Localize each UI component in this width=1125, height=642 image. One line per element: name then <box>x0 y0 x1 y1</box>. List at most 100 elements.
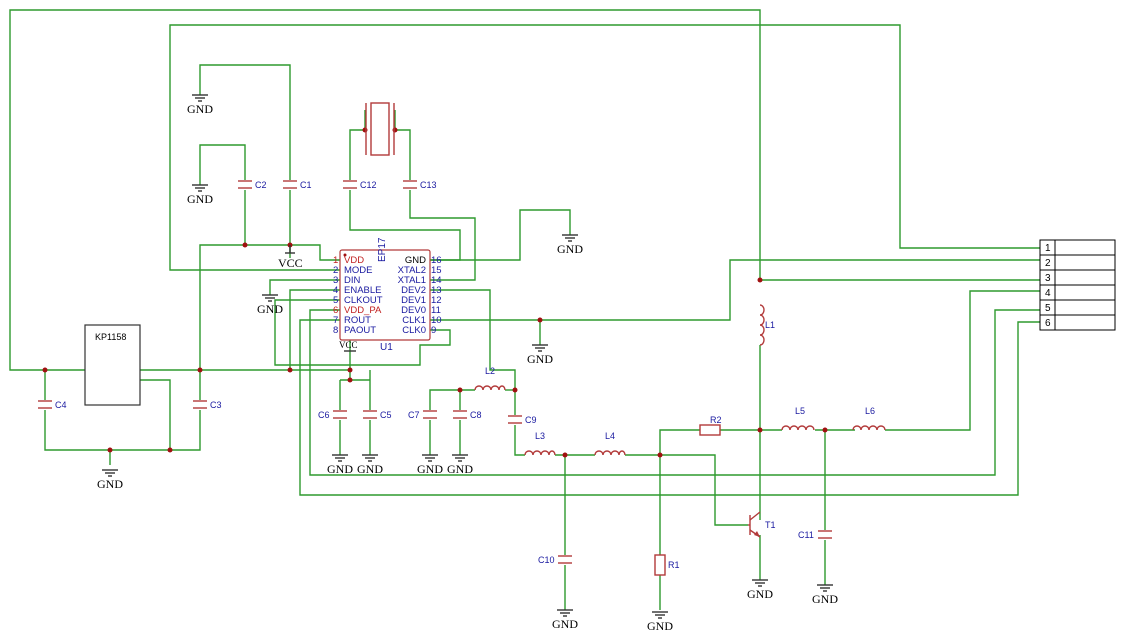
c2-label: C2 <box>255 180 267 190</box>
l4-label: L4 <box>605 431 615 441</box>
u1-pin-number: 11 <box>431 305 441 316</box>
junction <box>197 367 203 373</box>
ground-symbol: GND <box>647 611 673 633</box>
u1-pin-number: 12 <box>431 295 442 306</box>
junction <box>512 387 518 393</box>
c10-label: C10 <box>538 555 555 565</box>
capacitors: C1 C2 C12 C13 C4 C3 C6 C5 <box>38 180 832 565</box>
vcc-symbols: VCC VCC <box>278 245 358 352</box>
capacitor-c13: C13 <box>403 180 437 190</box>
l5-label: L5 <box>795 406 805 416</box>
wire-mode-to-pin1 <box>169 24 1040 271</box>
kp1158-chip: KP1158 <box>84 324 141 406</box>
c6-label: C6 <box>318 410 330 420</box>
wire-c2-top <box>199 144 246 185</box>
resistors: R2 R1 <box>654 415 722 576</box>
inductor-l4: L4 <box>594 431 626 456</box>
crystal <box>365 102 395 156</box>
wire-kp-gnd <box>140 379 171 450</box>
gnd-label: GND <box>187 192 213 206</box>
wire-r2-left <box>659 429 700 455</box>
u1-value: EP17 <box>377 237 388 262</box>
junction <box>347 377 353 383</box>
ground-symbol: GND <box>447 454 473 476</box>
capacitor-c10: C10 <box>538 555 572 565</box>
u1-pin-number: 6 <box>333 305 338 316</box>
u1-pin-name: DEV1 <box>401 295 426 306</box>
u1-pin-name: GND <box>405 255 426 266</box>
l1-label: L1 <box>765 320 775 330</box>
ground-symbol: GND <box>747 579 773 601</box>
gnd-label: GND <box>647 619 673 633</box>
resistor-r2: R2 <box>699 415 722 436</box>
gnd-label: GND <box>747 587 773 601</box>
wire-xtal-left <box>349 129 366 180</box>
inductors: L1 L2 L3 L4 L5 L6 <box>474 304 886 456</box>
wire-top-loop-outer <box>9 9 761 371</box>
connector-pin-number: 5 <box>1045 303 1051 314</box>
capacitor-c11: C11 <box>798 530 832 540</box>
wire-pin6-paout <box>299 319 1040 496</box>
u1-pin-number: 14 <box>431 275 442 286</box>
u1-pin-number: 2 <box>333 265 338 276</box>
connector-pin-number: 4 <box>1045 288 1051 299</box>
inductor-l6: L6 <box>852 406 886 431</box>
ground-symbol: GND <box>557 234 583 256</box>
ground-symbol: GND <box>552 609 578 631</box>
vcc-label: VCC <box>278 256 303 270</box>
gnd-label: GND <box>327 462 353 476</box>
connector-pin-number: 1 <box>1045 243 1051 254</box>
c12-label: C12 <box>360 180 377 190</box>
ground-symbol: GND <box>812 584 838 606</box>
gnd-label: GND <box>257 302 283 316</box>
u1-pin-name: VDD_PA <box>344 305 382 316</box>
ground-symbol: GND <box>187 184 213 206</box>
junction <box>657 452 663 458</box>
r1-label: R1 <box>668 560 680 570</box>
ground-symbol: GND <box>187 94 213 116</box>
gnd-label: GND <box>812 592 838 606</box>
u1-pin-number: 3 <box>333 275 338 286</box>
gnd-label: GND <box>97 477 123 491</box>
capacitor-c8: C8 <box>453 410 482 420</box>
u1-pin-name: PAOUT <box>344 325 376 336</box>
u1-pin-number: 8 <box>333 325 338 336</box>
l3-label: L3 <box>535 431 545 441</box>
inductor-l5: L5 <box>781 406 815 431</box>
u1-pin-name: CLKOUT <box>344 295 383 306</box>
u1-pin-number: 5 <box>333 295 338 306</box>
connector-pin-number: 3 <box>1045 273 1051 284</box>
gnd-label: GND <box>187 102 213 116</box>
junction <box>42 367 48 373</box>
u1-pin-number: 10 <box>431 315 442 326</box>
ground-symbol: GND <box>417 454 443 476</box>
r2-label: R2 <box>710 415 722 425</box>
vcc-label: VCC <box>339 340 358 350</box>
transistor-t1: T1 <box>748 511 776 538</box>
c8-label: C8 <box>470 410 482 420</box>
inductor-l2: L2 <box>474 366 506 391</box>
wire-clk-to-pin2 <box>430 259 1040 321</box>
u1-pin-number: 7 <box>333 315 338 326</box>
wire-enable <box>289 289 340 370</box>
wire-c1-top <box>199 64 291 180</box>
wire-c7-top <box>429 389 475 410</box>
gnd-label: GND <box>417 462 443 476</box>
c7-label: C7 <box>408 410 420 420</box>
junction <box>242 242 248 248</box>
inductor-l1: L1 <box>759 304 775 346</box>
capacitor-c1: C1 <box>283 180 312 190</box>
junction <box>757 277 763 283</box>
l6-label: L6 <box>865 406 875 416</box>
capacitor-c4: C4 <box>38 400 67 410</box>
u1-pin-number: 1 <box>333 255 338 266</box>
inductor-l3: L3 <box>524 431 556 456</box>
wire-pin5-rout <box>309 309 1040 476</box>
u1-pin-name: XTAL1 <box>398 275 426 286</box>
junction <box>457 387 463 393</box>
